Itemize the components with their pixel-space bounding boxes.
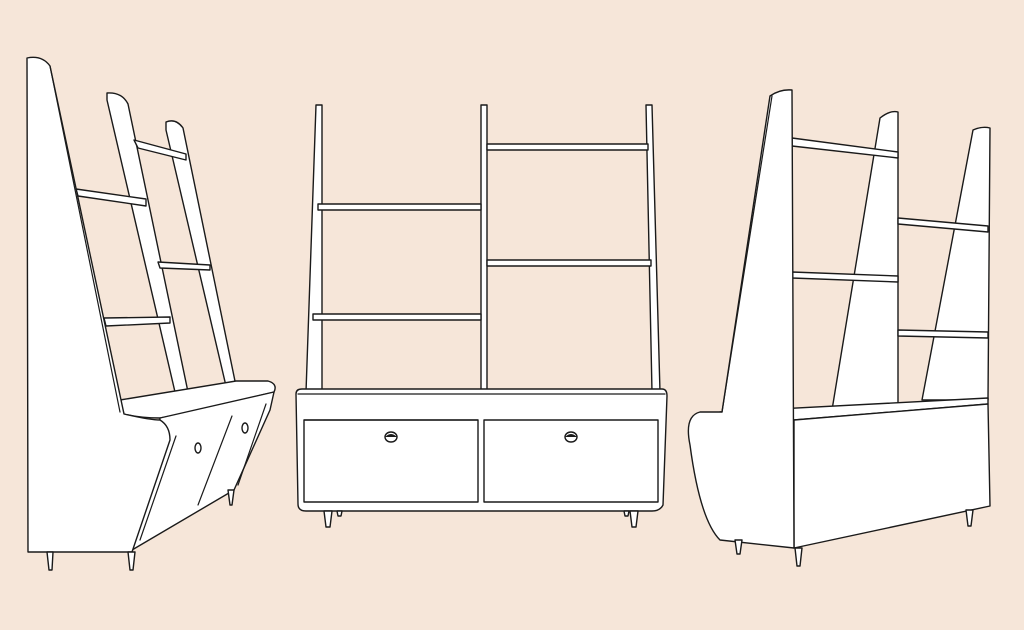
- shelf-middle-rear: [157, 261, 211, 271]
- door-left-edge: [139, 435, 177, 541]
- door-handle-right: [241, 422, 249, 434]
- shelf-upper-rear: [897, 217, 989, 233]
- leg-rear-right: [227, 489, 235, 506]
- side-panel-edge: [49, 65, 121, 413]
- shelf-right-top: [486, 143, 649, 151]
- door-handle-left: [194, 442, 202, 454]
- door-divider: [197, 415, 233, 506]
- side-panel-edge: [721, 95, 773, 413]
- upright-center: [480, 104, 488, 393]
- tall-side-panel: [687, 89, 795, 549]
- shelf-top-rear: [133, 139, 187, 161]
- leg-front-left: [734, 539, 743, 555]
- leg-right: [629, 510, 639, 528]
- drawer-handle-right-recess: [565, 434, 577, 437]
- left-side-view: [26, 56, 276, 571]
- shelf-right-middle: [486, 259, 652, 267]
- leg-front-left: [46, 551, 54, 571]
- door-right-edge: [237, 403, 267, 486]
- leg-right-rear: [623, 510, 630, 517]
- front-view: [295, 104, 668, 528]
- leg-front-right: [794, 547, 803, 567]
- middle-ladder-panel: [831, 110, 899, 411]
- right-side-view: [687, 89, 991, 567]
- shelf-lower-rear: [897, 329, 989, 339]
- shelf-left-bottom: [312, 313, 482, 321]
- drawer-handle-left-recess: [385, 434, 397, 437]
- leg-front-right: [127, 551, 136, 571]
- leg-left: [323, 510, 333, 528]
- shelf-left-top: [317, 203, 482, 211]
- leg-rear-right: [965, 509, 974, 527]
- leg-left-rear: [336, 510, 343, 517]
